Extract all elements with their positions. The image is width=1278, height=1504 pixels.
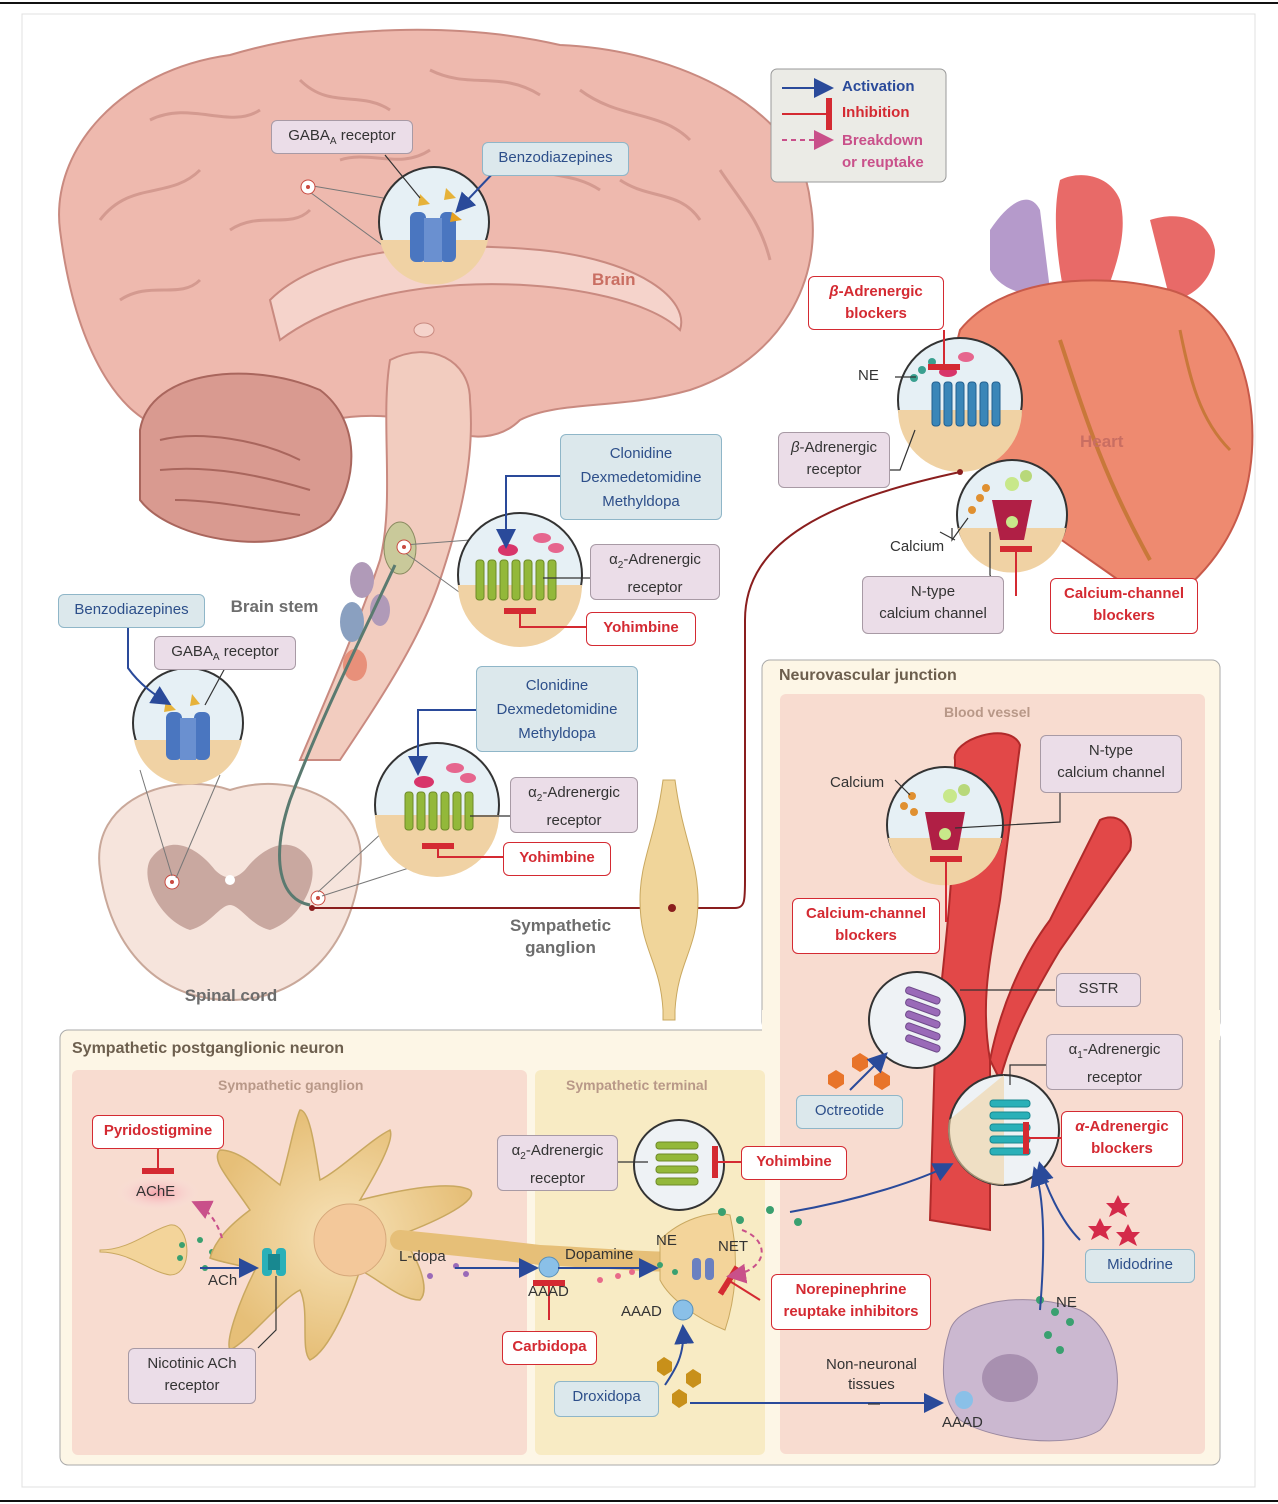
alpha1-receptor-label: α1-Adrenergic receptor: [1046, 1034, 1183, 1090]
ach-label: ACh: [208, 1272, 237, 1289]
beta-receptor-label: β-Adrenergic receptor: [778, 432, 890, 488]
brain-label: Brain: [592, 270, 635, 290]
alpha1-circle: [948, 1075, 1059, 1185]
aaad-enzyme-2: [673, 1300, 693, 1320]
calcium-channel-circle-heart: [957, 460, 1067, 573]
alpha2-receptor-terminal-label: α2-Adrenergic receptor: [497, 1135, 618, 1191]
calcium-heart-label: Calcium: [890, 538, 944, 555]
gaba-receptor-brain-label: GABAA receptor: [271, 120, 413, 154]
alpha2-drugs-spinal-label: Clonidine Dexmedetomidine Methyldopa: [476, 666, 638, 752]
ache-label: AChE: [136, 1183, 175, 1200]
ldopa-label: L-dopa: [399, 1248, 446, 1265]
yohimbine-terminal-label: Yohimbine: [741, 1146, 847, 1180]
legend-breakdown: Breakdown or reuptake: [842, 130, 924, 174]
benzodiazepines-brain-label: Benzodiazepines: [482, 142, 629, 176]
alpha-blockers-label: α-Adrenergic blockers: [1061, 1111, 1183, 1167]
carbidopa-label: Carbidopa: [502, 1331, 597, 1365]
cc-blockers-heart-label: Calcium-channel blockers: [1050, 578, 1198, 634]
legend-inhibition: Inhibition: [842, 104, 909, 121]
aaad-label: AAAD: [528, 1283, 569, 1300]
pyridostigmine-label: Pyridostigmine: [92, 1115, 224, 1149]
ntype-channel-heart-label: N-type calcium channel: [862, 576, 1004, 634]
postganglionic-title: Sympathetic postganglionic neuron: [72, 1040, 344, 1058]
beta-receptor-circle: [898, 338, 1022, 472]
sstr-circle: [869, 972, 965, 1068]
blood-vessel-label: Blood vessel: [944, 704, 1030, 720]
spinal-cord-section: [99, 784, 361, 1000]
nvj-title: Neurovascular junction: [779, 667, 957, 685]
benzodiazepines-spinal-label: Benzodiazepines: [58, 594, 205, 628]
alpha2-drugs-brain-label: Clonidine Dexmedetomidine Methyldopa: [560, 434, 722, 520]
net-label: NET: [718, 1238, 748, 1255]
brain-stem-label: Brain stem: [222, 596, 327, 618]
spinal-cord-label: Spinal cord: [175, 985, 287, 1007]
yohimbine-spinal-label: Yohimbine: [503, 842, 611, 876]
cc-blockers-nvj-label: Calcium-channel blockers: [792, 898, 940, 954]
calcium-nvj-label: Calcium: [830, 774, 884, 791]
ne-nvj-label: NE: [1056, 1294, 1077, 1311]
ganglion-sub-label: Sympathetic ganglion: [218, 1077, 363, 1093]
aaad-nvj-label: AAAD: [942, 1414, 983, 1431]
beta-blockers-label: β-Adrenergic blockers: [808, 276, 944, 330]
ntype-channel-nvj-label: N-type calcium channel: [1040, 735, 1182, 793]
non-neuronal-label: Non-neuronal tissues: [826, 1355, 917, 1395]
aaad-terminal-label: AAAD: [621, 1303, 662, 1320]
heart-label: Heart: [1080, 432, 1123, 452]
sympathetic-ganglion-shape: [640, 780, 698, 1020]
nri-label: Norepinephrine reuptake inhibitors: [771, 1274, 931, 1330]
ne-heart-label: NE: [858, 367, 879, 384]
midodrine-label: Midodrine: [1085, 1249, 1195, 1283]
terminal-sub-label: Sympathetic terminal: [566, 1077, 708, 1093]
yohimbine-brain-label: Yohimbine: [586, 612, 696, 646]
alpha2-receptor-spinal-label: α2-Adrenergic receptor: [510, 777, 638, 833]
legend-activation: Activation: [842, 78, 915, 95]
droxidopa-label: Droxidopa: [554, 1381, 659, 1417]
dopamine-label: Dopamine: [565, 1246, 633, 1263]
sympathetic-ganglion-label: Sympathetic ganglion: [498, 915, 623, 959]
aaad-enzyme-1: [539, 1257, 559, 1277]
nicotinic-receptor-label: Nicotinic ACh receptor: [128, 1348, 256, 1404]
alpha2-circle-terminal: [634, 1120, 724, 1210]
octreotide-label: Octreotide: [796, 1095, 903, 1129]
alpha2-receptor-brain-label: α2-Adrenergic receptor: [590, 544, 720, 600]
ne-terminal-label: NE: [656, 1232, 677, 1249]
sstr-label: SSTR: [1056, 973, 1141, 1007]
gaba-receptor-spinal-label: GABAA receptor: [154, 636, 296, 670]
